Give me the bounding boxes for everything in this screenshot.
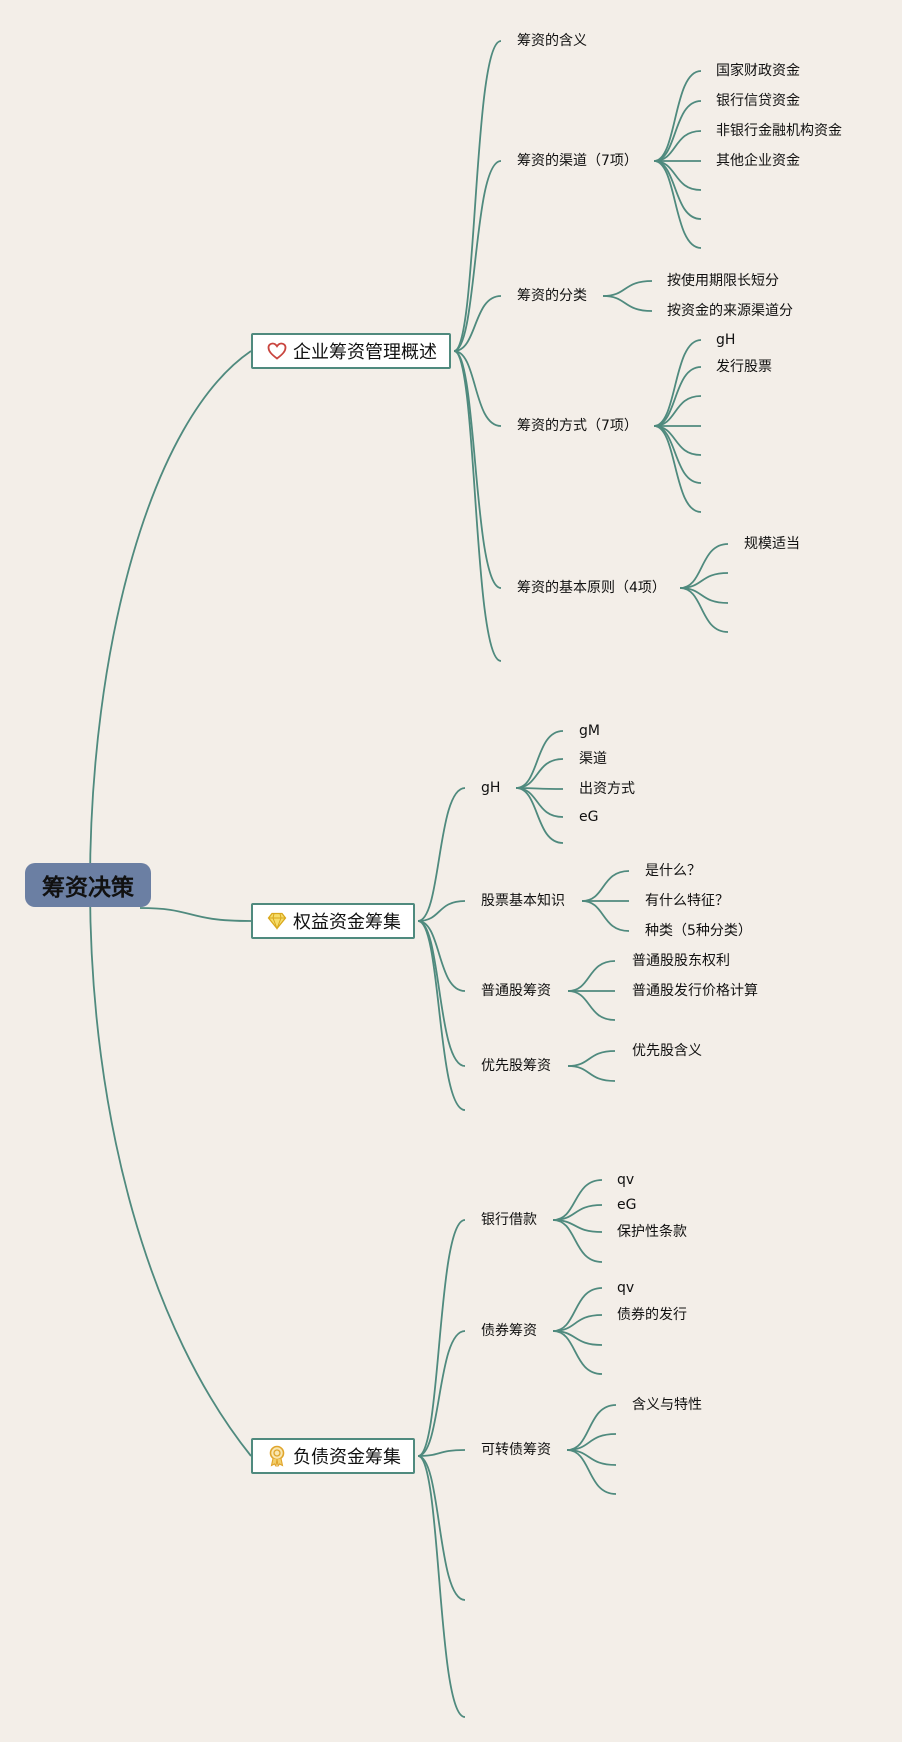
leaf-label[interactable]: 种类（5种分类）: [645, 923, 752, 939]
leaf-label[interactable]: 有什么特征？: [645, 893, 729, 909]
topic-connector: [566, 1404, 617, 1451]
root-connector: [89, 884, 252, 1457]
topic-connector: [515, 730, 564, 789]
topic-connector: [552, 1219, 603, 1263]
topic-connector: [653, 395, 702, 427]
topic-connector: [552, 1287, 603, 1332]
leaf-label[interactable]: 优先股含义: [632, 1043, 702, 1059]
branch-connector: [417, 1219, 466, 1457]
leaf-label[interactable]: gM: [579, 723, 600, 739]
leaf-label[interactable]: eG: [579, 809, 599, 825]
leaf-label[interactable]: 规模适当: [744, 536, 800, 552]
leaf-label[interactable]: 发行股票: [716, 359, 772, 375]
root-connector: [89, 350, 252, 886]
branch-connector: [453, 350, 502, 662]
topic-connector: [515, 787, 564, 818]
topic-connector: [581, 900, 630, 932]
branch-connector: [417, 900, 466, 922]
topic-connector: [515, 787, 564, 844]
branch-label: 权益资金筹集: [293, 912, 401, 933]
leaf-label[interactable]: 国家财政资金: [716, 63, 800, 79]
root-connector: [139, 907, 252, 922]
branch-node-debt[interactable]: 负债资金筹集: [251, 1438, 415, 1474]
branch-label: 企业筹资管理概述: [293, 342, 437, 363]
topic-connector: [602, 295, 653, 312]
topic-connector: [653, 160, 702, 249]
root-node[interactable]: 筹资决策: [25, 863, 151, 907]
topic-connector: [653, 425, 702, 513]
topic-connector: [515, 758, 564, 789]
leaf-label[interactable]: 出资方式: [579, 781, 635, 797]
topic-connector: [567, 1050, 616, 1067]
topic-connector: [602, 280, 653, 297]
topic-label[interactable]: 筹资的基本原则（4项）: [517, 580, 666, 596]
topic-label[interactable]: 筹资的含义: [517, 33, 587, 49]
topic-connector: [653, 366, 702, 427]
branch-node-overview[interactable]: 企业筹资管理概述: [251, 333, 451, 369]
topic-connector: [653, 100, 702, 162]
topic-connector: [581, 870, 630, 902]
branch-connector: [453, 295, 502, 352]
leaf-label[interactable]: 是什么？: [645, 863, 701, 879]
branch-node-equity[interactable]: 权益资金筹集: [251, 903, 415, 939]
topic-connector: [679, 587, 729, 633]
topic-connector: [567, 1065, 616, 1082]
leaf-label[interactable]: 非银行金融机构资金: [716, 123, 842, 139]
leaf-label[interactable]: 债券的发行: [617, 1307, 687, 1323]
branch-connector: [417, 787, 466, 922]
leaf-label[interactable]: 普通股发行价格计算: [632, 983, 758, 999]
topic-label[interactable]: gH: [481, 780, 501, 796]
award-icon: [269, 1445, 285, 1467]
topic-label[interactable]: 可转债筹资: [481, 1442, 551, 1458]
branch-label: 负债资金筹集: [293, 1447, 401, 1468]
topic-connector: [552, 1179, 603, 1221]
leaf-label[interactable]: 其他企业资金: [716, 153, 800, 169]
topic-label[interactable]: 优先股筹资: [481, 1058, 551, 1074]
branch-connector: [453, 350, 502, 427]
topic-connector: [566, 1449, 617, 1495]
branch-connector: [417, 920, 466, 992]
branch-connector: [453, 350, 502, 589]
leaf-label[interactable]: 普通股股东权利: [632, 953, 730, 969]
topic-label[interactable]: 股票基本知识: [481, 893, 565, 909]
leaf-label[interactable]: 按资金的来源渠道分: [667, 303, 793, 319]
branch-connector: [417, 1455, 466, 1601]
topic-connector: [552, 1330, 603, 1375]
leaf-label[interactable]: 保护性条款: [617, 1224, 687, 1240]
branch-connector: [453, 40, 502, 352]
leaf-label[interactable]: 按使用期限长短分: [667, 273, 779, 289]
topic-label[interactable]: 银行借款: [481, 1212, 537, 1228]
branch-connector: [417, 920, 466, 1111]
heart-icon: [267, 342, 287, 360]
branch-connector: [417, 920, 466, 1067]
leaf-label[interactable]: 含义与特性: [632, 1397, 702, 1413]
leaf-label[interactable]: qv: [617, 1172, 635, 1188]
topic-label[interactable]: 筹资的方式（7项）: [517, 418, 638, 434]
topic-connector: [567, 960, 616, 992]
branch-connector: [417, 1330, 466, 1457]
topic-label[interactable]: 筹资的渠道（7项）: [517, 153, 638, 169]
topic-connector: [653, 70, 702, 162]
leaf-label[interactable]: eG: [617, 1197, 637, 1213]
topic-label[interactable]: 筹资的分类: [517, 288, 587, 304]
leaf-label[interactable]: gH: [716, 332, 736, 348]
topic-connector: [653, 339, 702, 427]
leaf-label[interactable]: qv: [617, 1280, 635, 1296]
branch-connector: [417, 1449, 466, 1457]
leaf-label[interactable]: 渠道: [579, 751, 607, 767]
branch-connector: [453, 160, 502, 352]
topic-label[interactable]: 债券筹资: [481, 1323, 537, 1339]
topic-label[interactable]: 普通股筹资: [481, 983, 551, 999]
topic-connector: [567, 990, 616, 1021]
topic-connector: [679, 543, 729, 589]
leaf-label[interactable]: 银行信贷资金: [716, 93, 800, 109]
branch-connector: [417, 1455, 466, 1718]
diamond-icon: [267, 912, 287, 930]
